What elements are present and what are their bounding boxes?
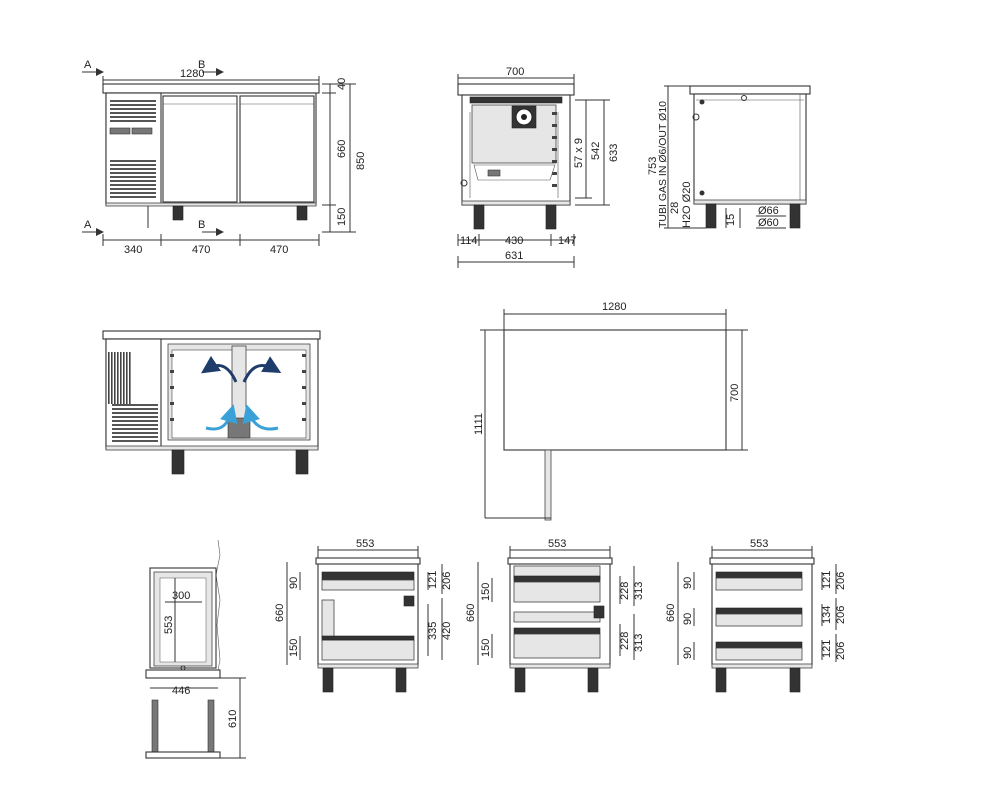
v2-width: 553 bbox=[548, 538, 566, 550]
v1-dim-420: 420 bbox=[441, 622, 453, 640]
front-cabinet-height: 660 bbox=[336, 140, 348, 158]
v2-dim-313a: 313 bbox=[633, 582, 645, 600]
door-inner-width: 300 bbox=[172, 590, 190, 602]
drawer-variant-3: 553 660 90 90 90 121 206 134 206 121 206 bbox=[665, 538, 847, 693]
section-a-label-bottom: A bbox=[84, 219, 92, 231]
door-outer-width: 446 bbox=[172, 685, 190, 697]
section-b-label-top: B bbox=[198, 59, 205, 71]
side-right-dia-60: Ø60 bbox=[758, 217, 779, 229]
v3-width: 553 bbox=[750, 538, 768, 550]
plan-width: 1280 bbox=[602, 301, 626, 313]
front-top-thickness: 40 bbox=[336, 78, 348, 90]
side-base-depth: 631 bbox=[505, 250, 523, 262]
drawer-variant-1: 553 660 90 150 121 206 335 420 bbox=[274, 538, 453, 693]
drawer-variant-2: 553 660 150 150 228 313 228 313 bbox=[465, 538, 645, 693]
v2-dim-150b: 150 bbox=[480, 639, 492, 657]
side-inner-height: 542 bbox=[590, 142, 602, 160]
v3-dim-90c: 90 bbox=[682, 647, 694, 659]
v1-dim-150: 150 bbox=[288, 639, 300, 657]
side-right-dia-66: Ø66 bbox=[758, 205, 779, 217]
side-right-dim-28: 28 bbox=[669, 202, 681, 214]
v3-dim-121c: 121 bbox=[821, 640, 833, 658]
side-right-pipes-label: TUBI GAS IN Ø6/OUT Ø10 bbox=[657, 101, 669, 228]
side-left-offset: 114 bbox=[460, 235, 478, 247]
front-door1-width: 470 bbox=[192, 244, 210, 256]
plan-depth: 700 bbox=[729, 384, 741, 402]
v3-dim-90b: 90 bbox=[682, 613, 694, 625]
v1-dim-335: 335 bbox=[427, 622, 439, 640]
side-depth-top: 700 bbox=[506, 66, 524, 78]
front-view: A A B B 1280 bbox=[82, 59, 367, 256]
front-comp-width: 340 bbox=[124, 244, 142, 256]
v2-dim-228b: 228 bbox=[619, 632, 631, 650]
v3-dim-206a: 206 bbox=[835, 572, 847, 590]
v3-dim-134: 134 bbox=[821, 606, 833, 624]
section-a-label-top: A bbox=[84, 59, 92, 71]
v1-total-height: 660 bbox=[274, 604, 286, 622]
front-leg-height: 150 bbox=[336, 208, 348, 226]
front-width-total: 1280 bbox=[180, 68, 204, 80]
v2-dim-150a: 150 bbox=[480, 583, 492, 601]
side-section-view: 700 57 x 9 542 633 114 430 147 631 bbox=[457, 66, 620, 268]
front-total-height: 850 bbox=[355, 152, 367, 170]
side-right-offset: 147 bbox=[558, 235, 576, 247]
v2-total-height: 660 bbox=[465, 604, 477, 622]
v3-total-height: 660 bbox=[665, 604, 677, 622]
door-drawer-depth: 610 bbox=[227, 710, 239, 728]
side-leg-spacing: 430 bbox=[505, 235, 523, 247]
side-right-h2o-label: H2O Ø20 bbox=[681, 182, 693, 228]
v1-dim-206: 206 bbox=[441, 572, 453, 590]
v2-dim-228a: 228 bbox=[619, 582, 631, 600]
v3-dim-90a: 90 bbox=[682, 577, 694, 589]
side-right-dim-15: 15 bbox=[725, 214, 737, 226]
section-b-label-bottom: B bbox=[198, 219, 205, 231]
door-inner-height: 553 bbox=[163, 616, 175, 634]
side-right-total-height: 753 bbox=[647, 157, 659, 175]
v1-dim-90: 90 bbox=[288, 577, 300, 589]
v3-dim-206b: 206 bbox=[835, 606, 847, 624]
side-grid: 57 x 9 bbox=[573, 138, 585, 168]
v1-width: 553 bbox=[356, 538, 374, 550]
door-detail-view: 300 553 446 610 bbox=[145, 539, 246, 759]
plan-open-depth: 1111 bbox=[473, 413, 485, 435]
side-inner-height-2: 633 bbox=[608, 144, 620, 162]
v3-dim-121a: 121 bbox=[821, 571, 833, 589]
right-side-view: 753 TUBI GAS IN Ø6/OUT Ø10 28 H2O Ø20 15… bbox=[647, 85, 811, 229]
airflow-view bbox=[102, 330, 321, 475]
v2-dim-313b: 313 bbox=[633, 634, 645, 652]
front-door2-width: 470 bbox=[270, 244, 288, 256]
v1-dim-121: 121 bbox=[427, 571, 439, 589]
plan-view: 1111 1280 700 bbox=[473, 301, 748, 521]
v3-dim-206c: 206 bbox=[835, 642, 847, 660]
